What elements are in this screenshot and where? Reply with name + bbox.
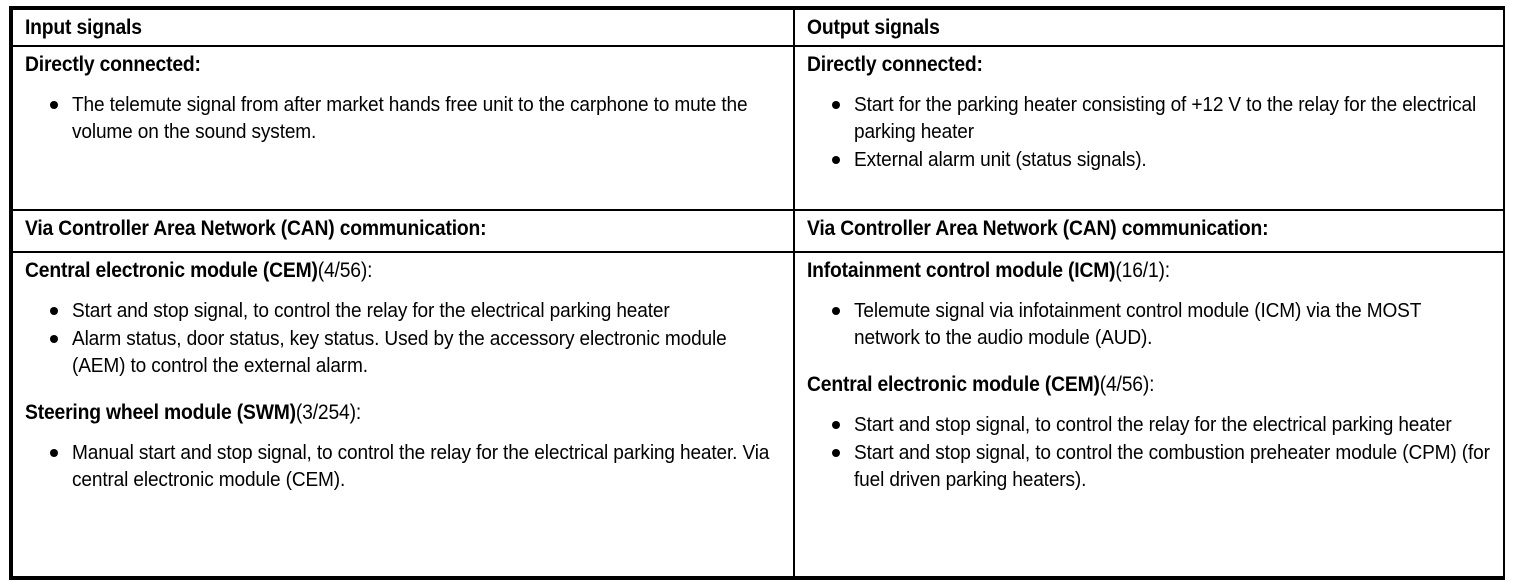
cell-input-can-heading: Via Controller Area Network (CAN) commun… bbox=[13, 209, 795, 254]
table-row-directly-connected: Directly connected: The telemute signal … bbox=[13, 45, 1503, 212]
bullet-icon bbox=[832, 421, 840, 430]
list-item: Start for the parking heater consisting … bbox=[807, 91, 1491, 145]
module-code: (4/56): bbox=[1099, 373, 1155, 397]
cell-output-directly-connected: Directly connected: Start for the parkin… bbox=[793, 45, 1503, 212]
bullet-list-output-direct: Start for the parking heater consisting … bbox=[807, 91, 1491, 173]
subheading-module-swm-input: Steering wheel module (SWM)(3/254): bbox=[25, 401, 721, 425]
cell-output-header: Output signals bbox=[793, 10, 1503, 48]
cell-input-can-modules: Central electronic module (CEM)(4/56): S… bbox=[13, 251, 795, 576]
cell-output-can-modules: Infotainment control module (ICM)(16/1):… bbox=[793, 251, 1503, 576]
column-header-input: Input signals bbox=[25, 16, 142, 39]
subheading-module-icm-output: Infotainment control module (ICM)(16/1): bbox=[807, 259, 1436, 283]
bullet-icon bbox=[50, 101, 58, 110]
bullet-icon bbox=[50, 449, 58, 458]
module-code: (16/1): bbox=[1115, 259, 1170, 283]
bullet-list-input-swm: Manual start and stop signal, to control… bbox=[25, 439, 781, 493]
column-header-output: Output signals bbox=[807, 16, 940, 39]
list-item: Alarm status, door status, key status. U… bbox=[25, 325, 781, 379]
bullet-icon bbox=[832, 307, 840, 316]
bullet-icon bbox=[832, 101, 840, 110]
bullet-icon bbox=[50, 335, 58, 344]
bullet-list-output-icm: Telemute signal via infotainment control… bbox=[807, 297, 1491, 351]
list-item: Start and stop signal, to control the re… bbox=[807, 411, 1491, 438]
module-name: Infotainment control module (ICM) bbox=[807, 259, 1116, 283]
cell-input-header: Input signals bbox=[13, 10, 795, 48]
list-item: Start and stop signal, to control the co… bbox=[807, 439, 1491, 493]
list-item: The telemute signal from after market ha… bbox=[25, 91, 781, 145]
subheading-module-cem-output: Central electronic module (CEM)(4/56): bbox=[807, 373, 1436, 397]
table-row-can-modules: Central electronic module (CEM)(4/56): S… bbox=[13, 251, 1503, 576]
table-row-headers: Input signals Output signals bbox=[13, 10, 1503, 48]
cell-output-can-heading: Via Controller Area Network (CAN) commun… bbox=[793, 209, 1503, 254]
subheading-directly-connected-input: Directly connected: bbox=[25, 53, 201, 77]
bullet-list-output-cem: Start and stop signal, to control the re… bbox=[807, 411, 1491, 493]
module-code: (4/56): bbox=[317, 259, 373, 283]
subheading-module-cem-input: Central electronic module (CEM)(4/56): bbox=[25, 259, 721, 283]
module-code: (3/254): bbox=[295, 401, 362, 425]
bullet-icon bbox=[50, 307, 58, 316]
subheading-can-input: Via Controller Area Network (CAN) commun… bbox=[25, 217, 487, 241]
signal-table: Input signals Output signals Directly co… bbox=[9, 6, 1505, 580]
list-item: External alarm unit (status signals). bbox=[807, 146, 1491, 173]
list-item: Telemute signal via infotainment control… bbox=[807, 297, 1491, 351]
subheading-can-output: Via Controller Area Network (CAN) commun… bbox=[807, 217, 1269, 241]
bullet-list-input-cem: Start and stop signal, to control the re… bbox=[25, 297, 781, 379]
bullet-list-input-direct: The telemute signal from after market ha… bbox=[25, 91, 781, 145]
module-name: Steering wheel module (SWM) bbox=[25, 401, 296, 425]
table-row-can-communication: Via Controller Area Network (CAN) commun… bbox=[13, 209, 1503, 254]
bullet-icon bbox=[832, 156, 840, 165]
list-item: Start and stop signal, to control the re… bbox=[25, 297, 781, 324]
module-name: Central electronic module (CEM) bbox=[807, 373, 1100, 397]
bullet-icon bbox=[832, 449, 840, 458]
list-item: Manual start and stop signal, to control… bbox=[25, 439, 781, 493]
cell-input-directly-connected: Directly connected: The telemute signal … bbox=[13, 45, 795, 212]
module-name: Central electronic module (CEM) bbox=[25, 259, 318, 283]
subheading-directly-connected-output: Directly connected: bbox=[807, 53, 983, 77]
